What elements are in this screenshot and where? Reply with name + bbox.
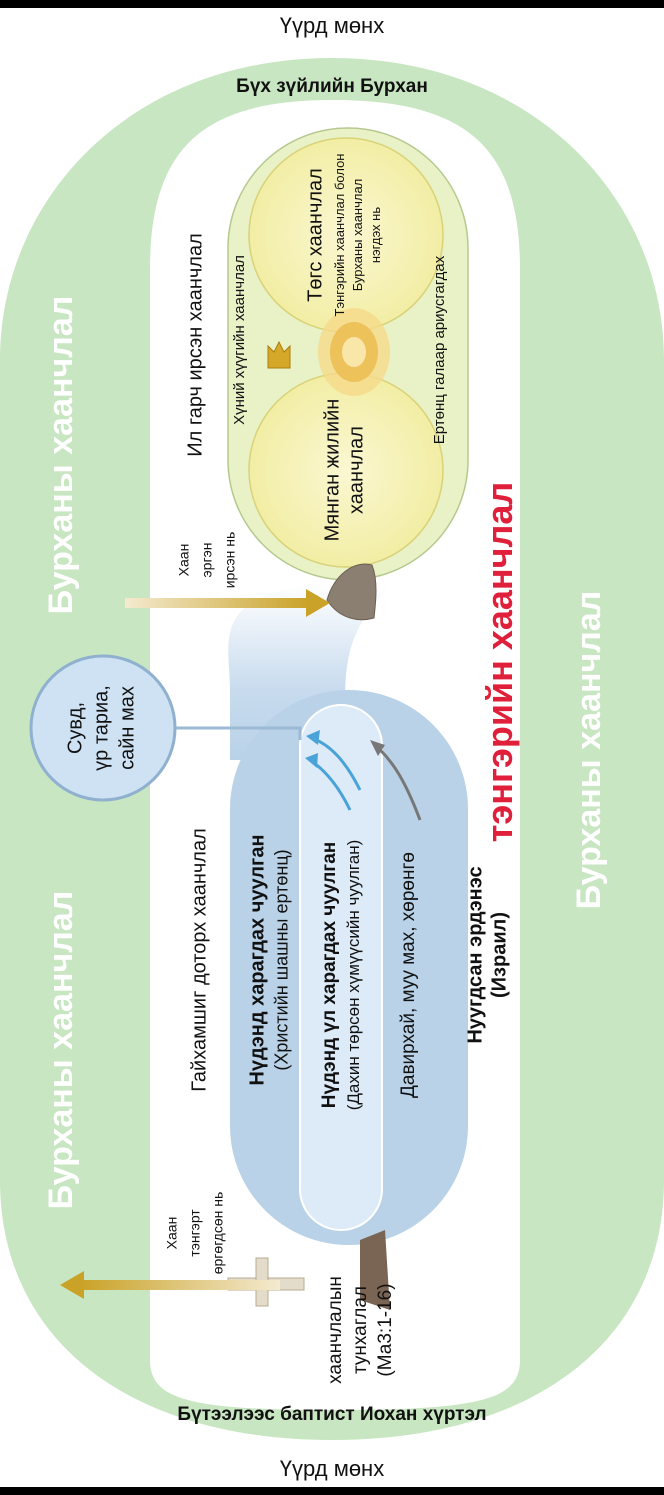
perfect-line3: нэгдэх нь — [368, 206, 384, 264]
king-ascended-line1: Хаан — [163, 1216, 180, 1250]
king-returned-line3: ирсэн нь — [221, 531, 238, 589]
millennial-line1: Мянган жилийн — [321, 398, 344, 542]
covenant-line3: (Ма3:1-16) — [375, 1283, 397, 1377]
millennial-line2: хаанчлал — [345, 426, 368, 514]
perfect-line2: Бурханы хаанчлал — [350, 178, 366, 292]
pearl-bubble — [29, 654, 177, 802]
evil-label: Давирхай, муу мах, хөрөнгө — [398, 852, 420, 1098]
top-bar — [0, 0, 664, 8]
crown-icon — [267, 340, 291, 369]
revealed-kingdom-label: Ил гарч ирсэн хаанчлал — [184, 233, 207, 457]
israel-line1: Нуугдсан эрдэнэс — [464, 866, 487, 1044]
israel-line2: (Израил) — [488, 912, 511, 998]
bubble-line1: Сувд, — [64, 701, 87, 755]
eternity-top: Үүрд мөнх — [279, 13, 385, 38]
rock-icon — [326, 563, 377, 621]
invisible-church-capsule — [299, 704, 383, 1231]
stump-icon — [360, 1230, 390, 1310]
mystery-kingdom-label: Гайхамшиг доторх хаанчлал — [188, 828, 211, 1092]
bubble-line2: үр тариа, — [90, 685, 113, 771]
covenant-line2: тунхаглал — [350, 1285, 372, 1375]
invisible-church-title: Нүдэнд үл харагдах чуулган — [319, 841, 341, 1109]
return-arrow — [125, 589, 330, 617]
eternity-bottom: Үүрд мөнх — [279, 1456, 385, 1481]
bubble-line3: сайн мах — [116, 686, 139, 770]
god-kingdom-label-upper: Бурханы хаанчлал — [42, 295, 81, 615]
god-kingdom-label-lower: Бурханы хаанчлал — [42, 890, 81, 1210]
god-of-all-label: Бүх зүйлийн Бурхан — [236, 76, 428, 97]
king-returned-line2: эргэн — [198, 542, 215, 578]
perfect-kingdom-title: Төгс хаанчлал — [304, 168, 327, 302]
purified-label: Ертөнц галаар ариусгагдах — [431, 255, 449, 445]
creation-to-john-label: Бүтээлээс баптист Иохан хүртэл — [177, 1404, 487, 1425]
visible-church-title: Нүдэнд харагдах чуулган — [246, 834, 269, 1086]
king-returned-line1: Хаан — [175, 543, 192, 577]
invisible-church-sub: (Дахин төрсөн хүмүүсийн чуулган) — [344, 839, 364, 1111]
perfect-line1: Тэнгэрийн хаанчлал болон — [332, 153, 348, 317]
king-ascended-line2: тэнгэрт — [186, 1209, 203, 1257]
bottom-bar — [0, 1487, 664, 1495]
god-kingdom-label-right: Бурханы хаанчлал — [570, 590, 609, 910]
covenant-line1: хаанчлалын — [325, 1276, 347, 1384]
king-ascended-line3: өргөгдсөн нь — [209, 1191, 226, 1275]
ascension-arrow — [60, 1271, 280, 1299]
heavenly-kingdom-label: тэнгэрийн хаанчлал — [479, 481, 521, 843]
bubble-connector — [175, 726, 302, 740]
fire-burst-icon — [318, 308, 390, 396]
visible-church-sub: (Христийн шашны ертөнц) — [271, 849, 292, 1071]
human-rule-label: Хүний хүүгийн хаанчлал — [231, 255, 249, 425]
church-funnel — [228, 585, 390, 760]
